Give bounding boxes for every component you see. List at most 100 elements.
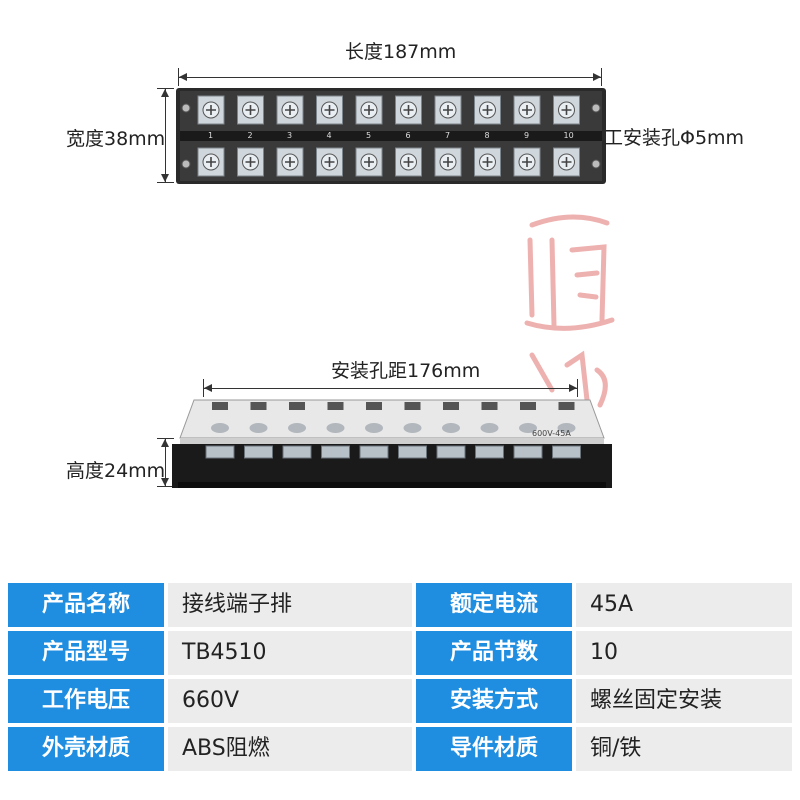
height-tick-top — [157, 438, 174, 439]
spec-value: TB4510 — [168, 631, 412, 675]
screw-slot — [364, 157, 374, 167]
width-tick-bottom — [157, 182, 174, 183]
screw-slot — [324, 157, 335, 167]
screw-slot — [443, 157, 453, 167]
front-terminal-clamp — [244, 445, 273, 459]
spacing-arrow-left — [204, 384, 212, 392]
spec-value: 10 — [576, 631, 792, 675]
terminal-number: 9 — [524, 131, 529, 140]
front-divider-tab — [366, 402, 382, 410]
terminal-clamp — [395, 147, 422, 177]
front-divider-tab — [327, 402, 344, 410]
hole-spacing-label: 安装孔距176mm — [331, 360, 481, 382]
terminal-number: 8 — [485, 131, 490, 140]
terminal-number: 1 — [208, 131, 213, 140]
width-tick-top — [157, 88, 174, 89]
length-arrow-left — [179, 73, 187, 81]
front-screw-icon — [326, 423, 345, 433]
terminal-number: 7 — [445, 131, 450, 140]
terminal-block-top-view: 1 2 3 4 5 6 7 8 9 10 — [176, 88, 606, 184]
front-divider-tab — [520, 402, 536, 410]
terminal-number: 4 — [327, 131, 332, 140]
height-line — [165, 438, 166, 486]
spec-label: 产品型号 — [8, 631, 164, 675]
height-tick-bottom — [157, 486, 174, 487]
front-divider-tab — [289, 402, 305, 410]
height-arrow-up — [161, 439, 169, 447]
spec-label: 额定电流 — [416, 583, 572, 627]
spec-label: 产品名称 — [8, 583, 164, 627]
screw-slot — [245, 157, 256, 167]
spec-label: 工作电压 — [8, 679, 164, 723]
front-screw-icon — [249, 423, 268, 433]
front-screw-icon — [365, 423, 383, 433]
spec-label: 导件材质 — [416, 727, 572, 771]
seal-watermark — [524, 214, 615, 408]
front-divider-tab — [212, 402, 228, 410]
screw-slot — [403, 105, 414, 115]
screw-slot — [206, 105, 216, 115]
front-divider-tab — [443, 402, 459, 410]
spec-label: 安装方式 — [416, 679, 572, 723]
front-divider-tab — [481, 402, 498, 410]
front-divider-tab — [404, 402, 421, 410]
front-terminal-clamp — [205, 445, 235, 459]
terminal-number: 5 — [366, 131, 371, 140]
spec-label: 外壳材质 — [8, 727, 164, 771]
front-terminal-clamp — [513, 445, 543, 459]
front-terminal-clamp — [436, 445, 466, 459]
screw-slot — [324, 105, 335, 115]
screw-slot — [561, 105, 572, 115]
width-arrow-down — [161, 174, 169, 182]
spec-value: 螺丝固定安装 — [576, 679, 792, 723]
front-terminal-clamp — [321, 445, 350, 459]
screw-slot — [285, 157, 295, 167]
front-screw-icon — [403, 423, 422, 433]
width-line — [165, 88, 166, 182]
front-screw-icon — [480, 423, 499, 433]
front-terminal-clamp — [398, 445, 427, 459]
screw-slot — [522, 105, 532, 115]
front-rating: 600V-45A — [532, 429, 571, 438]
front-screw-icon — [519, 423, 537, 433]
front-terminal-clamp — [359, 445, 389, 459]
front-divider-tab — [250, 402, 267, 410]
terminal-number: 6 — [406, 131, 411, 140]
front-screw-icon — [442, 423, 460, 433]
screw-slot — [206, 157, 216, 167]
screw-slot — [522, 157, 532, 167]
length-line — [178, 77, 602, 78]
front-terminal-clamp — [282, 445, 312, 459]
spacing-arrow-right — [569, 384, 577, 392]
front-terminal-clamp — [552, 445, 581, 459]
spec-value: 660V — [168, 679, 412, 723]
height-arrow-down — [161, 478, 169, 486]
screw-slot — [561, 157, 572, 167]
terminal-number: 2 — [248, 131, 253, 140]
screw-slot — [245, 105, 256, 115]
spec-value: 接线端子排 — [168, 583, 412, 627]
front-divider-tab — [558, 402, 575, 410]
width-label: 宽度38mm — [66, 128, 166, 150]
spec-value: 45A — [576, 583, 792, 627]
spec-value: ABS阻燃 — [168, 727, 412, 771]
length-label: 长度187mm — [345, 41, 457, 63]
screw-slot — [403, 157, 414, 167]
spec-label: 产品节数 — [416, 631, 572, 675]
spec-value: 铜/铁 — [576, 727, 792, 771]
front-screw-icon — [288, 423, 306, 433]
mount-hole-label: 工安装孔Φ5mm — [604, 127, 745, 149]
screw-slot — [482, 105, 493, 115]
front-terminal-clamp — [475, 445, 504, 459]
screw-slot — [482, 157, 493, 167]
width-arrow-up — [161, 89, 169, 97]
front-screw-icon — [211, 423, 229, 433]
terminal-number: 10 — [564, 131, 574, 140]
terminal-number: 3 — [287, 131, 292, 140]
terminal-block-front-view: 600V-45A — [172, 399, 612, 488]
screw-slot — [364, 105, 374, 115]
